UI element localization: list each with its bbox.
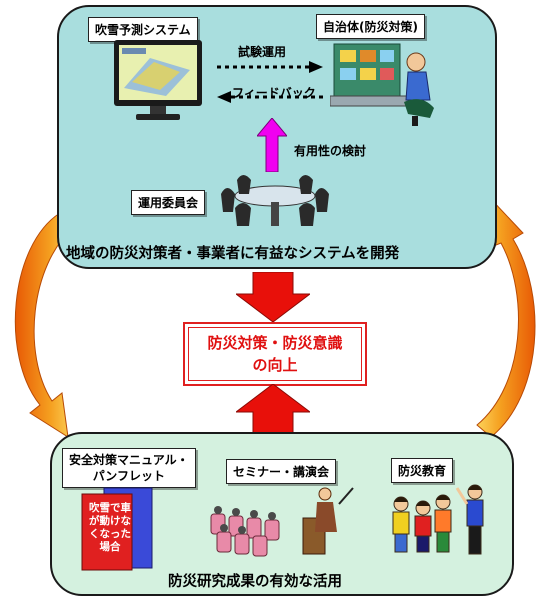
- booklet-cover-text: 吹雪で車が動けなくなった場合: [89, 502, 131, 553]
- children-education-icon: [392, 484, 484, 555]
- disaster-education-label: 防災教育: [391, 458, 454, 483]
- down-red-arrow: [236, 272, 310, 322]
- safety-manual-label-line2: パンフレット: [92, 469, 165, 483]
- seminar-audience-icon: [210, 487, 354, 557]
- usefulness-review-arrow: [257, 118, 287, 172]
- forecast-system-label: 吹雪予測システム: [88, 17, 198, 42]
- safety-manual-label: 安全対策マニュアル・ パンフレット: [62, 448, 196, 488]
- steering-committee-label: 運用委員会: [131, 190, 206, 215]
- center-line-2: の向上: [252, 356, 298, 374]
- manual-booklet-icon: [81, 487, 153, 571]
- bottom-panel-caption: 防災研究成果の有効な活用: [168, 574, 342, 590]
- feedback-arrow: [217, 91, 323, 103]
- usefulness-review-label: 有用性の検討: [294, 144, 367, 158]
- municipality-label: 自治体(防災対策): [316, 14, 425, 39]
- top-panel-caption: 地域の防災対策者・事業者に有益なシステムを開発: [66, 246, 400, 262]
- trial-operation-arrow: [217, 61, 323, 73]
- control-room-operator-icon: [330, 43, 434, 126]
- computer-monitor-icon: [114, 40, 202, 120]
- disaster-awareness-box: 防災対策・防災意識 の向上: [183, 322, 367, 386]
- seminar-label: セミナー・講演会: [226, 459, 337, 484]
- trial-operation-label: 試験運用: [238, 45, 287, 59]
- center-line-1: 防災対策・防災意識: [207, 334, 343, 352]
- up-red-arrow: [236, 384, 310, 434]
- meeting-table-icon: [221, 175, 329, 226]
- feedback-label: フィードバック: [232, 86, 316, 100]
- safety-manual-label-line1: 安全対策マニュアル・: [69, 453, 189, 467]
